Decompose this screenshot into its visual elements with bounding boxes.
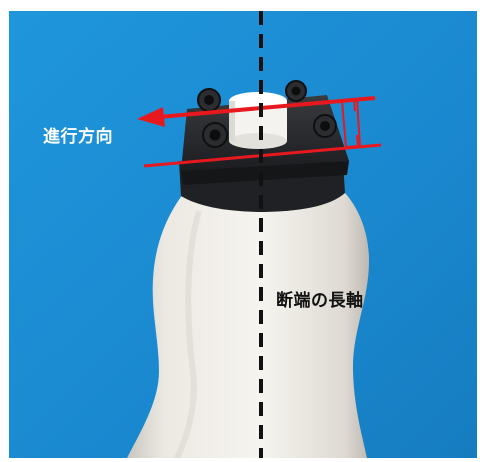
right-angle-marker	[341, 98, 361, 148]
long-axis-label: 断端の長軸	[276, 291, 364, 311]
pyramid-adapter	[229, 92, 287, 149]
socket-shading	[174, 210, 202, 458]
photo-illustration	[9, 11, 477, 458]
bolt-icon	[202, 122, 228, 148]
direction-arrow	[137, 96, 376, 127]
direction-label: 進行方向	[43, 127, 113, 147]
photo-frame: 進行方向 断端の長軸	[9, 11, 477, 458]
bolt-icon	[197, 88, 221, 112]
adapter-plate-edge	[181, 161, 349, 185]
bolt-icon	[285, 80, 307, 102]
bolt-icon	[313, 114, 337, 138]
